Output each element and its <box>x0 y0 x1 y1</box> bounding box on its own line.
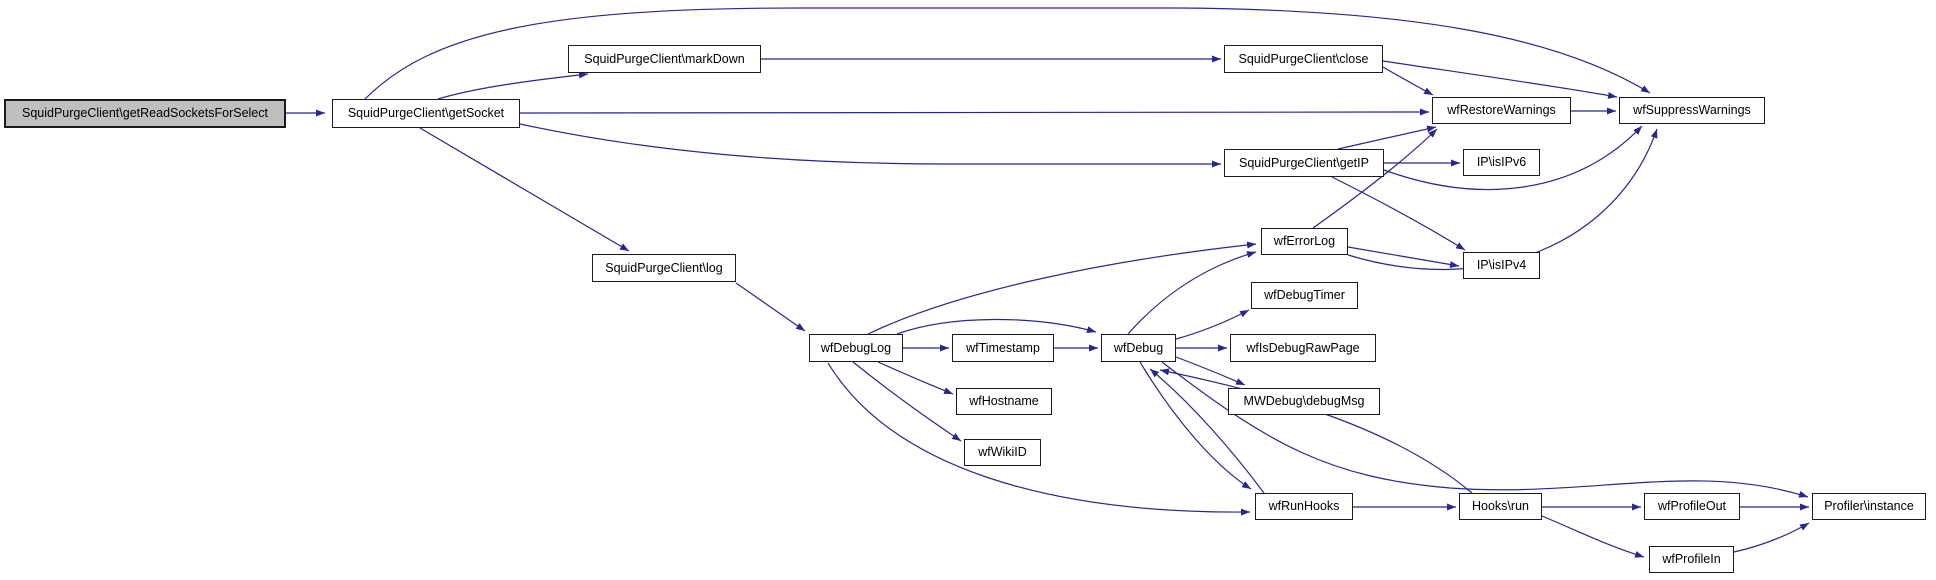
edge-getSocket-to-log <box>419 127 630 252</box>
edge-wfErrorLog-to-wfRestoreWarnings <box>1312 128 1438 229</box>
graph-node-hooksRun[interactable]: Hooks\run <box>1459 493 1542 520</box>
graph-node-label: wfSuppressWarnings <box>1633 103 1751 118</box>
graph-node-getReadSocketsForSelect[interactable]: SquidPurgeClient\getReadSocketsForSelect <box>4 99 286 128</box>
graph-node-wfDebug[interactable]: wfDebug <box>1101 334 1176 362</box>
graph-node-label: wfDebugLog <box>820 340 892 355</box>
edge-close-to-wfRestoreWarnings <box>1382 66 1434 96</box>
graph-node-label: wfRestoreWarnings <box>1447 103 1556 118</box>
graph-node-label: IP\isIPv4 <box>1476 258 1527 273</box>
edge-close-to-wfSuppressWarnings <box>1382 60 1618 99</box>
edge-wfDebugLog-to-wfWikiID <box>852 361 962 442</box>
graph-node-label: SquidPurgeClient\getSocket <box>347 106 505 121</box>
edge-getSocket-to-getIP <box>519 123 1221 168</box>
graph-node-wfWikiID[interactable]: wfWikiID <box>964 439 1041 466</box>
graph-node-wfProfileIn[interactable]: wfProfileIn <box>1649 546 1734 573</box>
edge-wfProfileIn-to-profilerInstance <box>1733 522 1810 553</box>
graph-node-close[interactable]: SquidPurgeClient\close <box>1224 45 1383 73</box>
graph-node-label: wfWikiID <box>978 445 1027 460</box>
graph-node-label: wfRunHooks <box>1268 499 1340 514</box>
edge-wfDebug-to-profilerInstance <box>1161 361 1809 498</box>
graph-node-wfSuppressWarnings[interactable]: wfSuppressWarnings <box>1619 97 1765 124</box>
graph-node-label: SquidPurgeClient\log <box>605 260 723 275</box>
edge-wfDebugLog-to-wfErrorLog <box>867 241 1257 335</box>
edge-getIP-to-wfSuppressWarnings <box>1383 125 1643 191</box>
edge-wfDebug-to-wfErrorLog <box>1127 251 1257 335</box>
graph-node-wfHostname[interactable]: wfHostname <box>956 388 1052 415</box>
edge-wfErrorLog-to-wfSuppressWarnings <box>1347 128 1658 271</box>
graph-node-getIP[interactable]: SquidPurgeClient\getIP <box>1224 149 1384 177</box>
graph-node-label: Profiler\instance <box>1824 499 1914 514</box>
edge-wfDebug-to-debugMsg <box>1175 356 1246 386</box>
graph-node-markDown[interactable]: SquidPurgeClient\markDown <box>568 45 761 73</box>
edge-wfRunHooks-to-wfDebug <box>1149 368 1265 494</box>
graph-node-debugMsg[interactable]: MWDebug\debugMsg <box>1228 388 1380 415</box>
graph-node-wfDebugTimer[interactable]: wfDebugTimer <box>1251 282 1358 309</box>
graph-node-label: SquidPurgeClient\getIP <box>1239 155 1369 170</box>
graph-node-label: Hooks\run <box>1472 499 1529 514</box>
edge-getSocket-to-wfSuppressWarnings <box>364 7 1651 100</box>
edge-hooksRun-to-wfProfileIn <box>1541 515 1645 558</box>
edge-wfErrorLog-to-isIPv4 <box>1347 246 1460 269</box>
graph-node-getSocket[interactable]: SquidPurgeClient\getSocket <box>332 99 520 128</box>
graph-node-wfRestoreWarnings[interactable]: wfRestoreWarnings <box>1432 97 1571 124</box>
edge-log-to-wfDebugLog <box>735 282 806 332</box>
edge-getSocket-to-wfRestoreWarnings <box>519 108 1430 116</box>
graph-node-label: wfHostname <box>969 394 1039 409</box>
edge-getIP-to-isIPv4 <box>1331 176 1466 251</box>
graph-node-label: IP\isIPv6 <box>1476 155 1527 170</box>
edge-wfDebug-to-wfRunHooks <box>1139 361 1252 490</box>
graph-node-wfDebugLog[interactable]: wfDebugLog <box>809 334 903 362</box>
graph-node-wfTimestamp[interactable]: wfTimestamp <box>952 334 1054 362</box>
graph-node-label: wfDebugTimer <box>1264 288 1345 303</box>
graph-node-log[interactable]: SquidPurgeClient\log <box>592 254 736 282</box>
graph-node-wfErrorLog[interactable]: wfErrorLog <box>1261 228 1348 255</box>
edge-wfDebugLog-to-wfDebug <box>896 318 1097 335</box>
graph-node-label: SquidPurgeClient\close <box>1238 51 1369 66</box>
graph-node-label: wfIsDebugRawPage <box>1246 340 1360 355</box>
graph-node-label: SquidPurgeClient\getReadSocketsForSelect <box>22 106 268 121</box>
edge-wfDebugLog-to-wfHostname <box>877 361 954 395</box>
graph-node-label: wfProfileOut <box>1657 499 1727 514</box>
edge-wfDebug-to-wfDebugTimer <box>1175 309 1250 340</box>
graph-node-label: SquidPurgeClient\markDown <box>584 51 745 66</box>
graph-node-wfRunHooks[interactable]: wfRunHooks <box>1255 493 1353 520</box>
graph-node-wfProfileOut[interactable]: wfProfileOut <box>1644 493 1740 520</box>
edge-wfDebugLog-to-wfRunHooks <box>827 362 1251 516</box>
graph-node-wfIsDebugRawPage[interactable]: wfIsDebugRawPage <box>1230 334 1376 362</box>
graph-node-label: MWDebug\debugMsg <box>1243 394 1365 409</box>
graph-node-label: wfProfileIn <box>1662 552 1721 567</box>
graph-node-isIPv6[interactable]: IP\isIPv6 <box>1463 149 1540 176</box>
edge-getIP-to-wfRestoreWarnings <box>1337 125 1437 150</box>
graph-node-label: wfErrorLog <box>1273 234 1336 249</box>
edge-getSocket-to-markDown <box>437 71 589 100</box>
graph-node-profilerInstance[interactable]: Profiler\instance <box>1812 493 1926 520</box>
graph-node-label: wfTimestamp <box>966 340 1040 355</box>
graph-node-label: wfDebug <box>1113 340 1164 355</box>
graph-node-isIPv4[interactable]: IP\isIPv4 <box>1463 252 1540 279</box>
